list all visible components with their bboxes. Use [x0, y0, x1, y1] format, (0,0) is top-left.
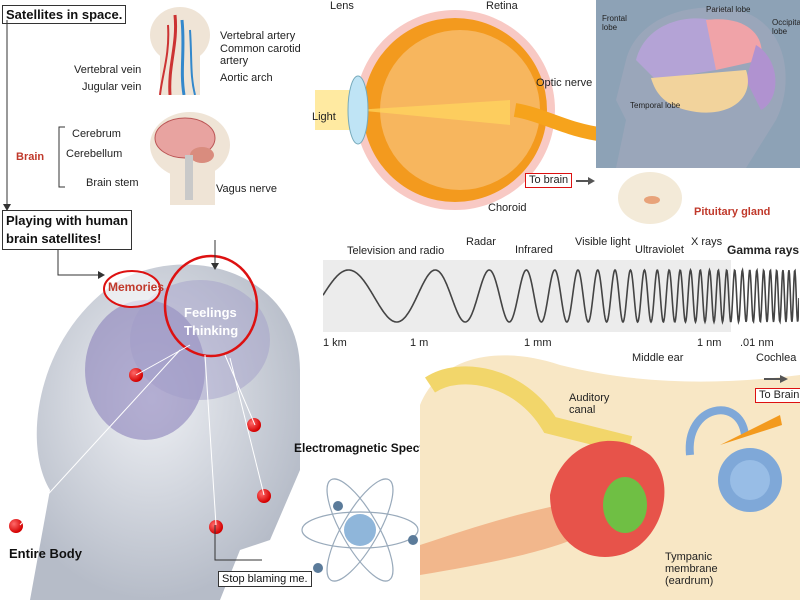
title-box: Satellites in space.	[2, 5, 127, 24]
label-jugular-vein: Jugular vein	[82, 81, 142, 93]
ear-arrow-right-icon	[764, 375, 788, 383]
spectrum-label-xrays: X rays	[691, 236, 723, 248]
label-lens: Lens	[330, 0, 354, 12]
satellite-dot-5	[9, 519, 23, 533]
label-common-carotid: Common carotid	[220, 43, 301, 55]
subtitle-line-1: Playing with human	[6, 213, 129, 228]
label-occipital-lobe: Occipital lobe	[772, 18, 800, 36]
label-vertebral-vein: Vertebral vein	[74, 64, 142, 76]
signal-arrows	[19, 240, 265, 561]
spectrum-label-infrared: Infrared	[515, 244, 553, 256]
brain-bracket	[58, 126, 65, 188]
lobes-head-illustration	[616, 7, 786, 168]
spectrum-label-1km: 1 km	[323, 337, 347, 349]
pituitary-illustration	[618, 172, 682, 224]
spectrum-wave	[323, 260, 799, 332]
label-optic-nerve: Optic nerve	[536, 77, 593, 89]
label-thinking: Thinking	[184, 323, 239, 338]
label-cochlea: Cochlea	[756, 352, 797, 364]
label-brain: Brain	[16, 151, 45, 163]
label-parietal-lobe: Parietal lobe	[706, 5, 751, 14]
arrow-right-icon	[576, 177, 595, 185]
label-tympanic-line-1: Tympanic	[665, 551, 713, 563]
atom-illustration	[301, 478, 419, 582]
label-tympanic: Tympanic membrane (eardrum)	[665, 551, 718, 587]
subtitle-box: Playing with human brain satellites!	[2, 210, 133, 250]
label-tympanic-line-2: membrane	[665, 563, 718, 575]
eye-to-brain-box: To brain	[525, 173, 573, 188]
label-frontal-line-1: Frontal	[602, 14, 627, 23]
ear-to-brain-box: To Brain	[755, 388, 800, 403]
label-occipital-line-1: Occipital	[772, 18, 800, 27]
spectrum-label-ultraviolet: Ultraviolet	[635, 244, 684, 256]
spectrum-label-visible: Visible light	[575, 236, 631, 248]
label-feelings: Feelings	[184, 305, 237, 320]
neck-illustration	[150, 7, 210, 95]
spectrum-caption: Electromagnetic Spectrum	[294, 441, 447, 455]
label-cerebrum: Cerebrum	[72, 128, 121, 140]
label-choroid: Choroid	[488, 202, 527, 214]
subtitle-line-2: brain satellites!	[6, 231, 102, 246]
memories-ellipse	[103, 270, 161, 308]
spectrum-label-tv: Television and radio	[347, 245, 445, 257]
eye-illustration	[315, 10, 605, 210]
label-pituitary: Pituitary gland	[694, 206, 771, 218]
label-brain-stem: Brain stem	[86, 177, 139, 189]
satellite-dot-3	[257, 489, 271, 503]
label-entire-body: Entire Body	[9, 546, 82, 561]
lobes-panel: Frontal lobe Parietal lobe Occipital lob…	[596, 0, 800, 168]
label-artery: artery	[220, 55, 249, 67]
feelings-ellipse	[163, 254, 259, 358]
label-light: Light	[312, 111, 336, 123]
label-retina: Retina	[486, 0, 518, 12]
spectrum-label-radar: Radar	[466, 236, 496, 248]
spectrum-label-1m: 1 m	[410, 337, 429, 349]
connector-arrow	[3, 20, 11, 211]
label-auditory-canal: Auditory canal	[569, 392, 609, 416]
label-middle-ear: Middle ear	[632, 352, 684, 364]
head-illustration	[30, 264, 300, 600]
label-vagus-nerve: Vagus nerve	[216, 183, 277, 195]
stop-blaming-box: Stop blaming me.	[218, 571, 312, 587]
label-aortic-arch: Aortic arch	[220, 72, 273, 84]
label-auditory-line-1: Auditory	[569, 392, 610, 404]
brain-side-illustration	[150, 112, 230, 205]
label-vertebral-artery: Vertebral artery	[220, 30, 296, 42]
spectrum-label-1mm: 1 mm	[524, 337, 552, 349]
label-frontal-lobe: Frontal lobe	[602, 14, 627, 32]
label-frontal-line-2: lobe	[602, 23, 618, 32]
spectrum-label-1nm: 1 nm	[697, 337, 722, 349]
label-memories: Memories	[108, 280, 165, 294]
label-occipital-line-2: lobe	[772, 27, 788, 36]
label-tympanic-line-3: (eardrum)	[665, 575, 714, 587]
satellite-dot-2	[247, 418, 261, 432]
spectrum-label-01nm: .01 nm	[740, 337, 774, 349]
label-cerebellum: Cerebellum	[66, 148, 123, 160]
ear-illustration	[420, 355, 800, 600]
label-auditory-line-2: canal	[569, 404, 596, 416]
label-temporal-lobe: Temporal lobe	[630, 101, 681, 110]
satellite-dot-4	[209, 520, 223, 534]
spectrum-label-gamma: Gamma rays	[727, 243, 800, 257]
